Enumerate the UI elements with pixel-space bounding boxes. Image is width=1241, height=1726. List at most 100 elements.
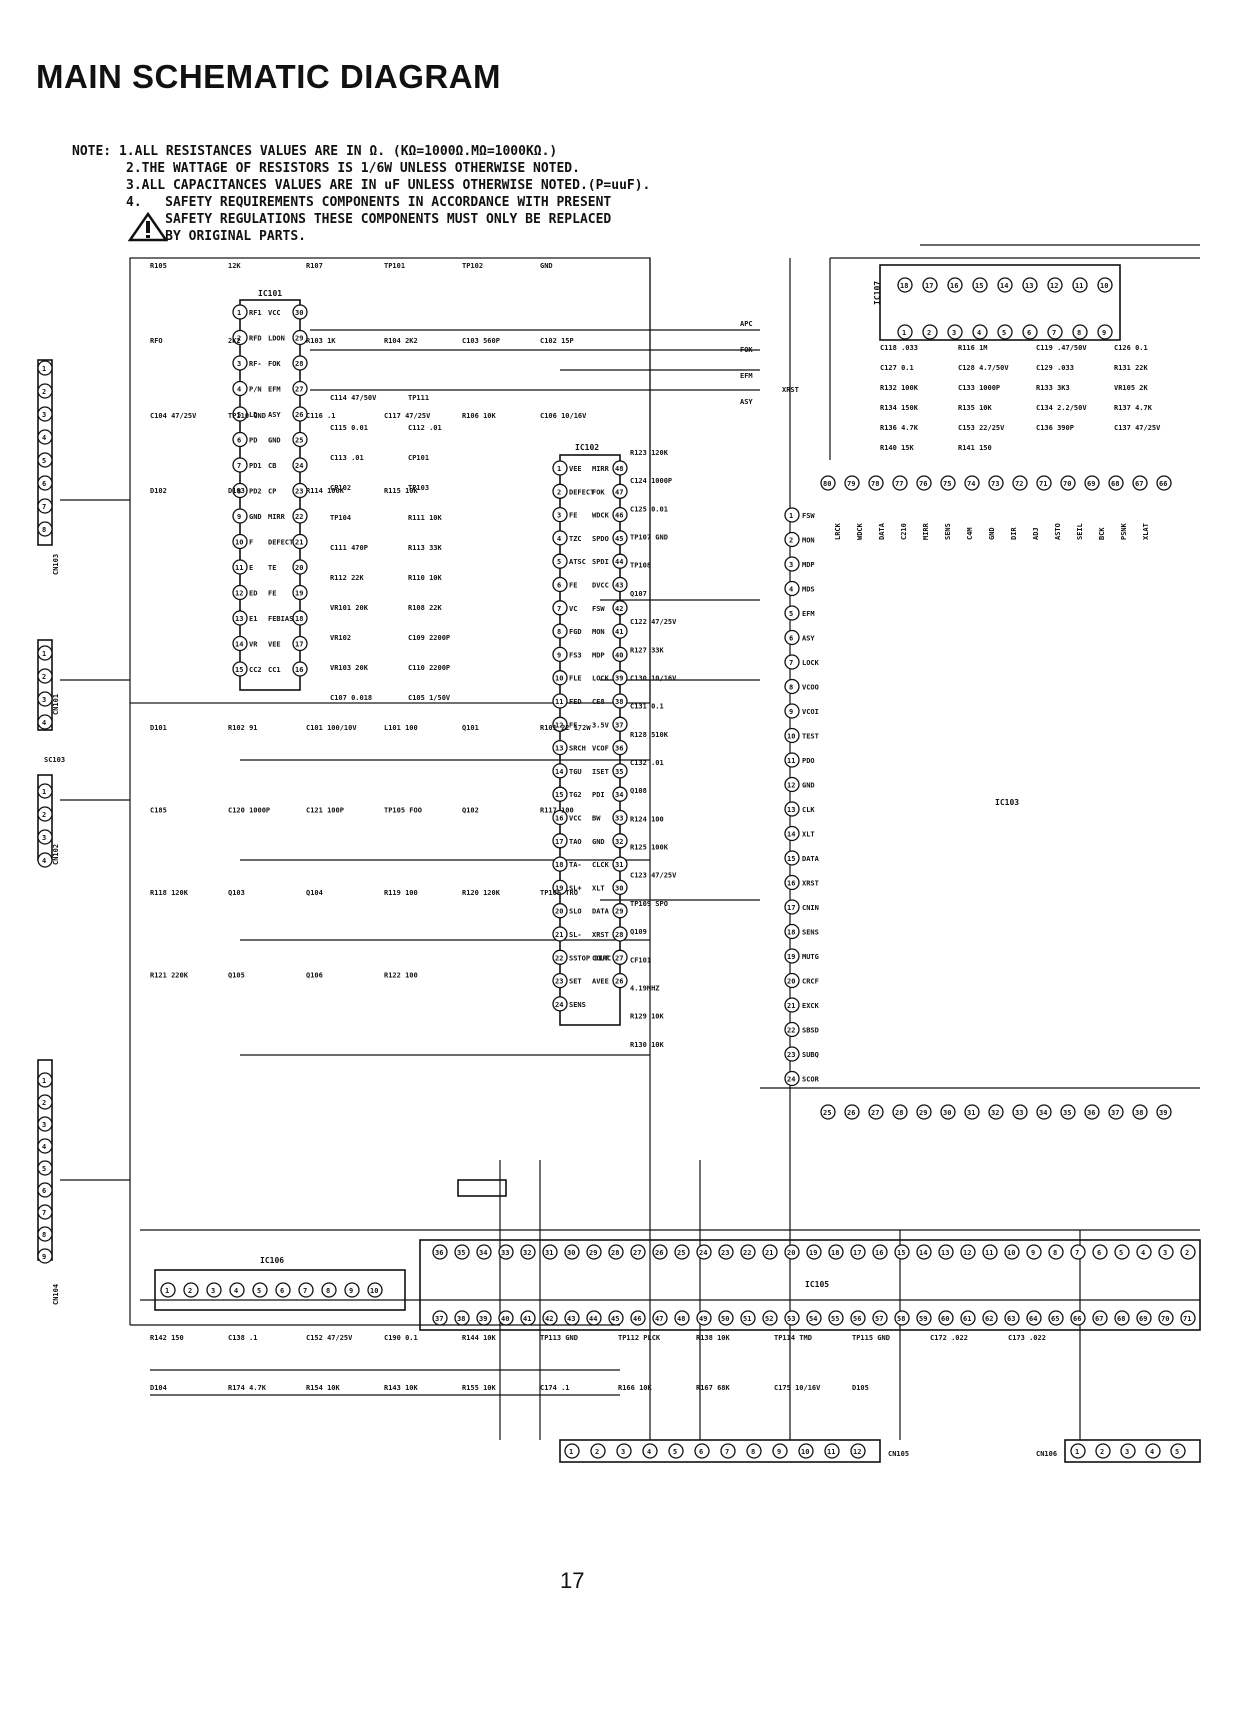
component-label: R119 100 [384, 889, 418, 897]
pin-number: 31 [615, 861, 623, 869]
pin-circle [922, 277, 938, 293]
pin-circle [612, 809, 628, 826]
pin-circle [542, 1244, 558, 1260]
pin-number: 47 [655, 1315, 663, 1323]
component-label: C133 1000P [958, 384, 1000, 392]
component-label: R128 510K [630, 731, 669, 739]
pin-number: 4 [557, 535, 561, 543]
pin-circle [1060, 475, 1076, 491]
component-label: TP101 [384, 262, 405, 270]
component-label: CP101 [408, 454, 429, 462]
pin-circle [872, 1244, 888, 1260]
pin-number: 13 [1025, 282, 1033, 290]
pin-circle [367, 1282, 383, 1298]
pin-number: 44 [589, 1315, 597, 1323]
pin-number: 9 [349, 1287, 353, 1295]
ic101-pin-label: DEFECT [268, 539, 293, 547]
pin-circle [922, 324, 938, 340]
ic102-pin-label: FSW [592, 605, 605, 613]
pin-circle [1180, 1244, 1196, 1260]
pin-circle [432, 1310, 448, 1326]
pin-number: 66 [1073, 1315, 1081, 1323]
pin-number: 34 [479, 1249, 487, 1257]
ic103-pin-label: CNIN [802, 904, 819, 912]
pin-circle [292, 661, 308, 677]
ic101-pin-label: FEBIAS [268, 615, 293, 623]
ic102-pin-label: DEFECT [569, 488, 594, 496]
pin-circle [292, 508, 308, 524]
pin-circle [784, 1310, 800, 1326]
pin-circle [498, 1310, 514, 1326]
pin-number: 7 [725, 1448, 729, 1456]
pin-circle [552, 576, 568, 593]
pin-circle [897, 324, 913, 340]
ic107-body [879, 264, 1121, 341]
pin-circle [432, 1244, 448, 1260]
pin-circle [542, 1310, 558, 1326]
pin-number: 30 [943, 1109, 951, 1117]
pin-circle [894, 1244, 910, 1260]
pin-number: 30 [615, 884, 623, 892]
pin-number: 79 [847, 480, 855, 488]
pin-number: 4 [789, 586, 793, 594]
pin-number: 59 [919, 1315, 927, 1323]
pin-number: 7 [1075, 1249, 1079, 1257]
ic102-pin-label: MIRR [592, 465, 610, 473]
pin-number: 23 [721, 1249, 729, 1257]
ic101-pin-label: VEE [268, 641, 281, 649]
pin-number: 6 [1027, 329, 1031, 337]
ic102-pin-label: CE8 [592, 698, 605, 706]
ic102-pin-label: MON [592, 628, 605, 636]
signal-label: DATA [878, 522, 886, 540]
pin-number: 7 [1052, 329, 1056, 337]
pin-number: 25 [823, 1109, 831, 1117]
pin-number: 22 [787, 1027, 795, 1035]
pin-number: 73 [991, 480, 999, 488]
pin-circle [552, 996, 568, 1012]
pin-circle [850, 1310, 866, 1326]
pin-circle [1012, 475, 1028, 491]
pin-circle [652, 1244, 668, 1260]
pin-number: 28 [611, 1249, 619, 1257]
pin-circle [642, 1443, 658, 1459]
ic103-pin-label: TEST [802, 733, 819, 741]
pin-circle [232, 533, 248, 550]
page-number: 17 [560, 1568, 585, 1593]
ic105-label: IC105 [805, 1280, 829, 1289]
pin-number: 24 [555, 1001, 563, 1009]
ic102-pin-label: VC [569, 605, 577, 613]
cn105-body [559, 1439, 881, 1463]
pin-number: 12 [555, 721, 563, 729]
pin-circle [206, 1282, 222, 1298]
pin-number: 36 [1087, 1109, 1095, 1117]
ic103-pin-label: VCOI [802, 708, 819, 716]
pin-circle [1136, 1310, 1152, 1326]
component-label: C118 .033 [880, 344, 918, 352]
component-label: C128 4.7/50V [958, 364, 1009, 372]
component-label: TP112 PLCK [618, 1334, 661, 1342]
pin-circle [820, 475, 836, 491]
notes-label: NOTE: [72, 144, 112, 159]
pin-number: 2 [1100, 1448, 1104, 1456]
pin-circle [630, 1310, 646, 1326]
pin-number: 21 [295, 539, 303, 547]
ic102-pin-label: 3.5V [592, 721, 610, 729]
pin-number: 58 [897, 1315, 905, 1323]
pin-number: 18 [295, 615, 303, 623]
ic102-pin-label: LOCK [592, 675, 610, 683]
pin-number: 6 [42, 480, 46, 488]
component-label: C115 0.01 [330, 424, 368, 432]
signal-label: ADJ [1032, 527, 1040, 540]
pin-circle [1097, 277, 1113, 293]
pin-number: 50 [721, 1315, 729, 1323]
pin-circle [964, 475, 980, 491]
pin-circle [37, 383, 53, 399]
component-label: D102 [150, 487, 167, 495]
pin-number: 12 [235, 590, 243, 598]
component-label: Q105 [228, 972, 245, 980]
pin-number: 10 [370, 1287, 378, 1295]
pin-number: 22 [743, 1249, 751, 1257]
pin-number: 10 [235, 539, 243, 547]
pin-circle [37, 714, 53, 730]
